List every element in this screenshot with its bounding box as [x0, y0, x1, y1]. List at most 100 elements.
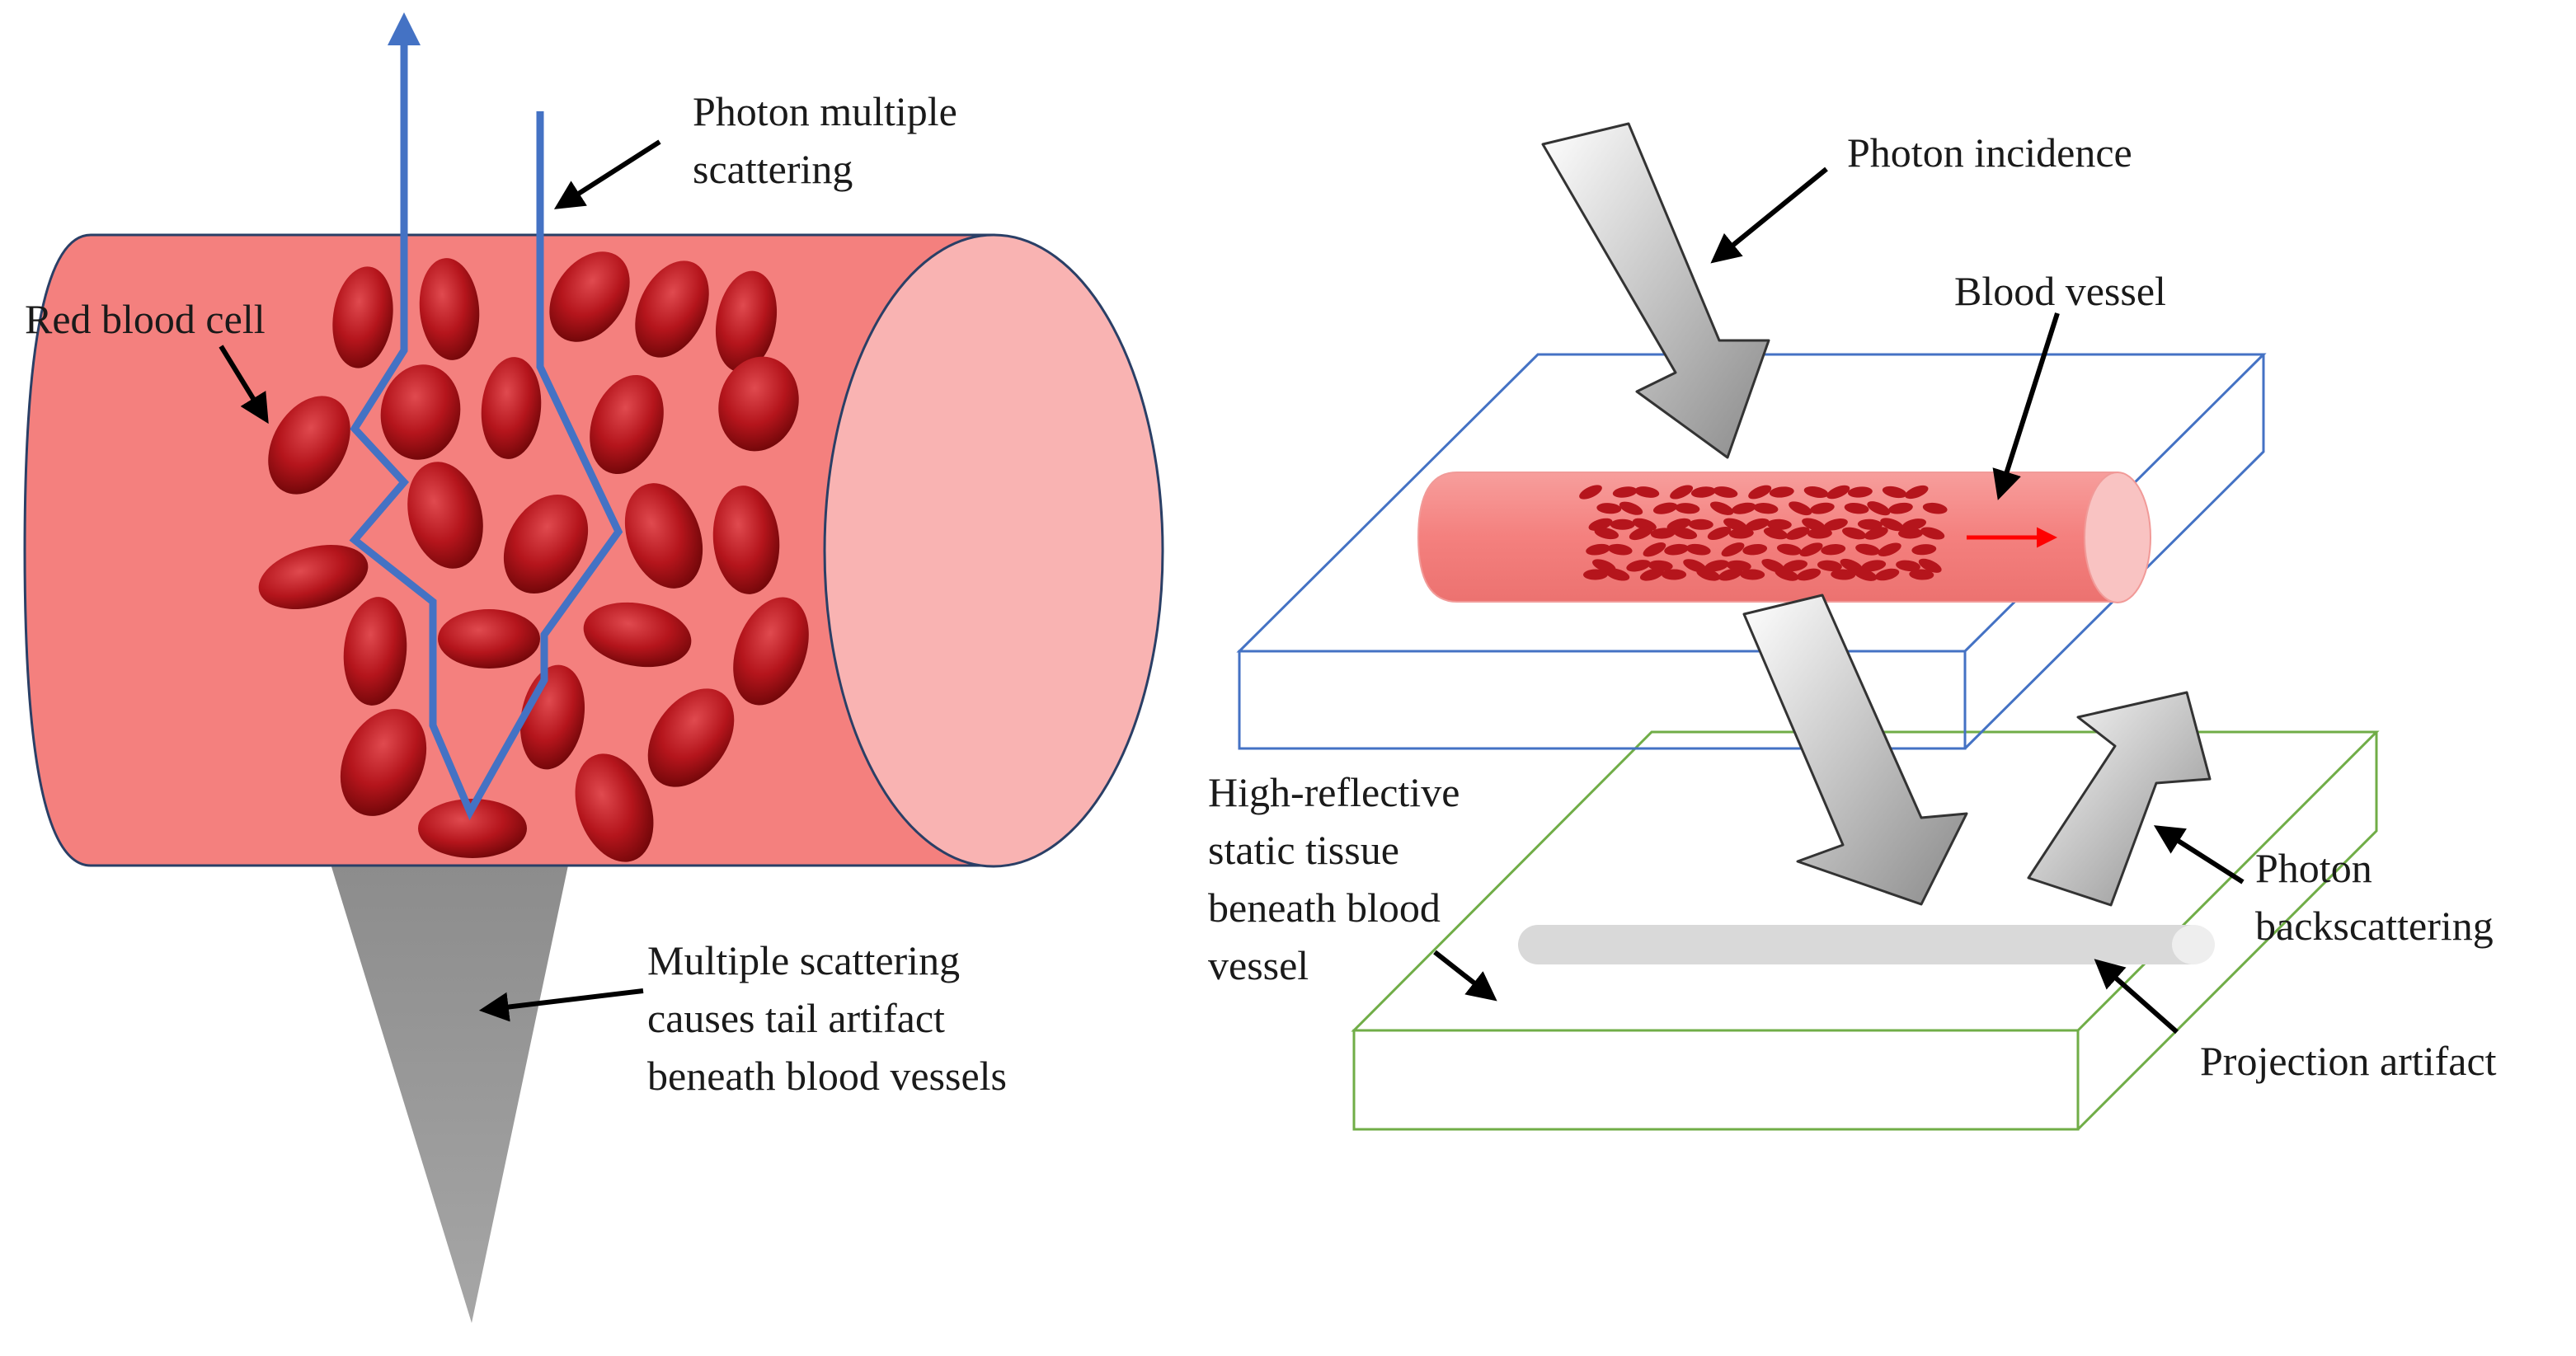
red-blood-cell-icon	[1690, 486, 1716, 498]
photon-incidence-arrow	[1541, 122, 1770, 459]
red-blood-cell-icon	[1880, 518, 1904, 532]
red-blood-cell-icon	[1596, 503, 1622, 514]
red-blood-cells-right	[1579, 485, 1948, 581]
red-blood-cell-icon	[1594, 527, 1619, 540]
red-blood-cell-icon	[549, 251, 630, 342]
red-blood-cell-icon	[1721, 542, 1745, 557]
red-blood-cell-icon	[1643, 542, 1666, 557]
red-blood-cell-icon	[718, 356, 799, 452]
red-blood-cell-icon	[1831, 569, 1856, 580]
photon-arrow-icon	[388, 12, 421, 45]
red-blood-cell-icon	[332, 266, 393, 368]
red-blood-cell-icon	[407, 462, 483, 569]
red-blood-cell-icon	[715, 270, 778, 373]
red-blood-cell-icon	[1922, 502, 1948, 514]
red-blood-cell-icon	[1909, 569, 1934, 580]
red-blood-cell-icon	[1753, 503, 1779, 514]
red-blood-cell-icon	[1789, 501, 1812, 516]
red-blood-cell-icon	[1896, 560, 1920, 572]
red-blood-cell-icon	[624, 483, 703, 589]
red-blood-cell-icon	[1709, 501, 1734, 515]
red-blood-cell-icon	[1799, 542, 1823, 557]
red-blood-cell-icon	[1629, 526, 1653, 541]
red-blood-cell-icon	[1878, 542, 1901, 556]
pointer-photon-incidence	[1710, 167, 1828, 264]
red-blood-cell-icon	[419, 258, 480, 360]
red-blood-cell-icon	[1713, 486, 1738, 498]
red-blood-cell-icon	[1918, 558, 1942, 573]
red-blood-cell-icon	[1810, 502, 1835, 514]
red-blood-cell-icon	[1652, 502, 1678, 514]
red-blood-cell-icon	[1696, 568, 1721, 581]
label-blood-vessel: Blood vessel	[1954, 268, 2166, 314]
blood-vessel-right	[1417, 472, 2151, 603]
red-blood-cell-icon	[575, 753, 654, 862]
red-blood-cell-icon	[1766, 518, 1792, 530]
pointer-photon-scattering	[553, 139, 661, 209]
projection-artifact-bar	[1518, 925, 2215, 964]
red-blood-cell-icon	[1853, 568, 1878, 581]
red-blood-cell-icon	[1579, 485, 1602, 500]
red-blood-cells-left	[258, 251, 809, 862]
red-blood-cell-icon	[1648, 560, 1673, 571]
red-blood-cell-icon	[481, 357, 542, 459]
red-blood-cell-icon	[1763, 527, 1789, 540]
label-high-reflective-tissue: High-reflective static tissue beneath bl…	[1208, 769, 1460, 988]
red-blood-cell-icon	[1586, 543, 1610, 556]
red-blood-cell-icon	[1650, 528, 1676, 539]
red-blood-cell-icon	[1817, 560, 1842, 571]
red-blood-cell-icon	[1639, 568, 1664, 581]
red-blood-cell-icon	[1911, 544, 1937, 556]
red-blood-cell-icon	[380, 364, 461, 460]
red-blood-cell-icon	[1807, 528, 1832, 539]
pointer-projection-artifact	[2094, 959, 2179, 1035]
red-blood-cell-icon	[635, 260, 709, 358]
red-blood-cell-icon	[590, 374, 664, 475]
red-blood-cell-icon	[1588, 518, 1613, 531]
red-blood-cell-icon	[340, 709, 427, 816]
red-blood-cell-icon	[1583, 569, 1608, 580]
red-blood-cell-icon	[733, 597, 809, 706]
red-blood-cell-icon	[1664, 543, 1689, 556]
pointer-red-blood-cell	[219, 345, 269, 425]
red-blood-cell-icon	[712, 486, 780, 594]
tail-artifact-cone	[330, 861, 569, 1323]
label-photon-incidence: Photon incidence	[1847, 129, 2132, 176]
red-blood-cell-icon	[418, 799, 527, 858]
pointer-photon-backscattering	[2153, 825, 2245, 884]
red-blood-cell-icon	[1882, 486, 1907, 499]
red-blood-cell-icon	[1607, 543, 1633, 556]
red-blood-cell-icon	[1888, 502, 1913, 514]
red-blood-cell-icon	[1718, 568, 1743, 581]
red-blood-cell-icon	[1626, 560, 1651, 572]
red-blood-cell-icon	[1826, 485, 1850, 500]
photon-downward-arrow	[1742, 594, 1968, 906]
red-blood-cell-icon	[1803, 486, 1829, 498]
red-blood-cell-icon	[1728, 528, 1754, 539]
red-blood-cell-icon	[268, 396, 350, 495]
red-blood-cell-icon	[1634, 486, 1660, 498]
red-blood-cell-icon	[1861, 560, 1887, 572]
red-blood-cell-icon	[1847, 486, 1873, 498]
red-blood-cell-icon	[503, 494, 589, 594]
red-blood-cell-icon	[1612, 486, 1638, 498]
red-blood-cell-icon	[1742, 543, 1768, 556]
red-blood-cell-icon	[1670, 485, 1694, 500]
upper-tissue-slab	[1236, 353, 2267, 750]
red-blood-cell-icon	[647, 688, 735, 787]
red-blood-cell-icon	[1874, 568, 1900, 581]
photon-path-outgoing	[349, 33, 623, 821]
red-blood-cell-icon	[1842, 527, 1867, 540]
red-blood-cell-icon	[1685, 543, 1711, 556]
red-blood-cell-icon	[1905, 485, 1929, 500]
red-blood-cell-icon	[1775, 568, 1799, 581]
label-red-blood-cell: Red blood cell	[25, 296, 266, 342]
red-blood-cell-icon	[1707, 527, 1732, 540]
label-projection-artifact: Projection artifact	[2200, 1038, 2497, 1084]
red-blood-cell-icon	[1776, 543, 1802, 556]
red-blood-cell-icon	[1785, 527, 1810, 540]
red-blood-cell-icon	[1748, 485, 1772, 500]
pointer-static-tissue	[1433, 950, 1497, 1002]
